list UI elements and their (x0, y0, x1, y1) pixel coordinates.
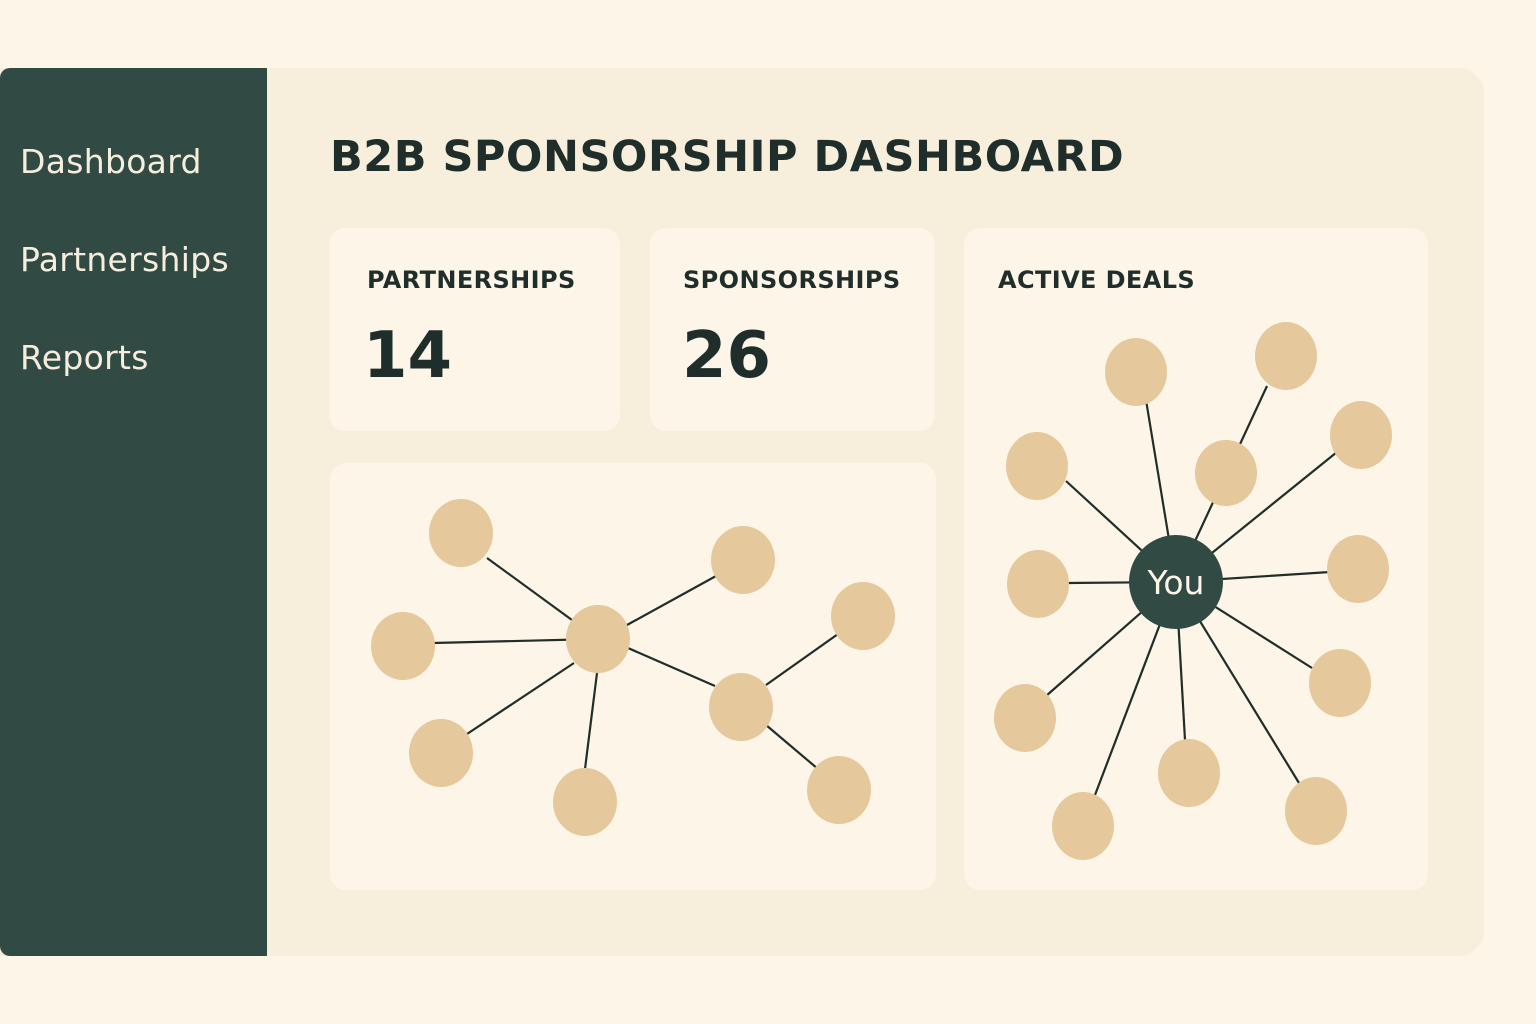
deal-node (1255, 322, 1317, 390)
network-node (831, 582, 895, 650)
deal-node (994, 684, 1056, 752)
you-node (1129, 535, 1223, 629)
deal-node (1195, 440, 1257, 506)
network-node (711, 526, 775, 594)
deal-node (1330, 401, 1392, 469)
network-edge (583, 672, 599, 770)
deal-node (1309, 649, 1371, 717)
deal-node (1105, 338, 1167, 406)
network-node (807, 756, 871, 824)
sidebar: Dashboard Partnerships Reports (0, 68, 267, 956)
deal-node (1006, 432, 1068, 500)
network-node (409, 719, 473, 787)
partner-network-graph (371, 499, 895, 836)
active-deals-card: ACTIVE DEALS You (964, 228, 1428, 890)
deal-node (1007, 550, 1069, 618)
dashboard-window: Dashboard Partnerships Reports B2B SPONS… (0, 68, 1484, 956)
partnerships-label: PARTNERSHIPS (367, 266, 576, 294)
deal-node (1285, 777, 1347, 845)
sponsorships-card: SPONSORSHIPS 26 (650, 228, 935, 431)
partner-network-card (330, 463, 936, 890)
deal-node (1327, 535, 1389, 603)
deal-node (1052, 792, 1114, 860)
network-edge (765, 724, 819, 770)
sidebar-item-partnerships[interactable]: Partnerships (20, 240, 229, 279)
partnerships-count: 14 (363, 319, 453, 393)
you-node-label: You (1147, 563, 1205, 602)
network-edge (627, 646, 716, 688)
sponsorships-count: 26 (682, 319, 772, 393)
sidebar-item-reports[interactable]: Reports (20, 338, 149, 377)
network-edge (626, 575, 717, 626)
network-node (429, 499, 493, 567)
page-title: B2B SPONSORSHIP DASHBOARD (330, 132, 1125, 182)
active-deals-graph: You (994, 322, 1392, 860)
partnerships-card: PARTNERSHIPS 14 (329, 228, 620, 431)
network-edge (765, 633, 839, 686)
sponsorships-label: SPONSORSHIPS (683, 266, 901, 294)
deal-node (1158, 739, 1220, 807)
network-node (566, 605, 630, 673)
network-node (709, 673, 773, 741)
sidebar-item-dashboard[interactable]: Dashboard (20, 142, 202, 181)
network-edge (466, 662, 575, 735)
active-deals-label: ACTIVE DEALS (998, 266, 1196, 294)
network-node (371, 612, 435, 680)
network-node (553, 768, 617, 836)
